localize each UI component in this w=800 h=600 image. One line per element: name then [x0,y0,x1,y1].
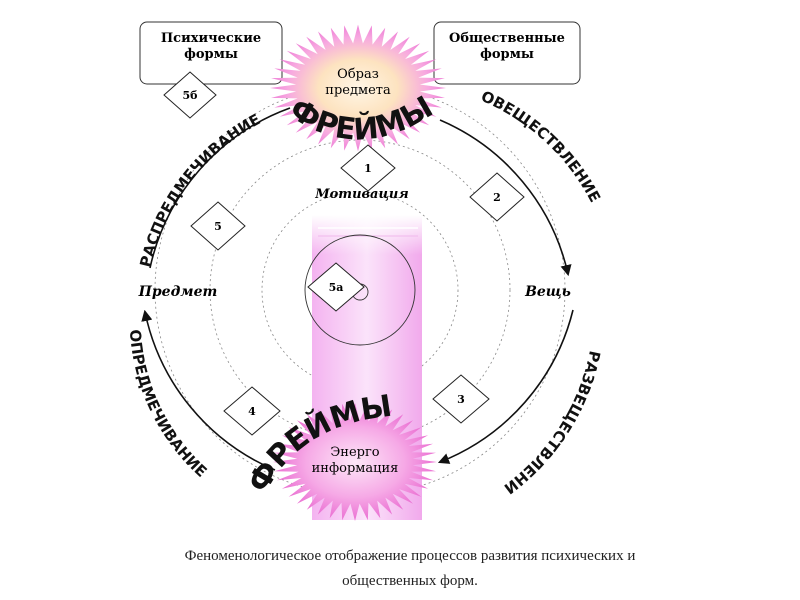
diamond-4: 4 [223,386,281,436]
burst-top-shape [270,24,446,152]
svg-text:5а: 5а [329,281,344,294]
social-forms-box: Общественные формы [433,21,581,85]
svg-text:3: 3 [457,393,465,406]
diamond-5: 5 [190,201,246,251]
burst-bottom-line1: Энерго [330,445,379,460]
diamond-2: 2 [469,172,525,222]
arrow-lower-left [141,309,276,471]
svg-text:1: 1 [364,162,372,175]
node-label-motivation: Мотивация [314,187,408,202]
psychic-forms-frame [139,21,283,85]
energy-burst: Энерго информация [273,403,437,521]
diamond-5b: 5б [163,71,217,119]
center-circle-large [304,234,416,346]
psychic-forms-box: Психические формы [139,21,283,85]
caption-line-2: общественных форм. [342,573,478,589]
arrow-upper-left [149,107,291,269]
psychic-forms-line1: Психические [161,31,261,46]
diamond-markers: 1 2 3 4 5 5а 5б [163,71,525,436]
burst-top-line1: Образ [337,67,379,82]
diamond-1: 1 [340,144,396,192]
caption-line-1: Феноменологическое отображение процессов… [184,548,636,564]
cycle-arrows [141,107,574,471]
svg-text:4: 4 [248,405,256,418]
social-forms-frame [433,21,581,85]
node-label-thing: Вещь [524,284,571,300]
image-burst: Образ предмета [270,24,446,152]
arc-label-upper-left: РАСПРЕДМЕЧИВАНИЕ [136,110,263,269]
social-forms-line2: формы [480,47,534,62]
node-label-subject: Предмет [138,284,218,300]
arc-label-lower-left: ОПРЕДМЕЧИВАНИЕ [126,329,211,481]
svg-text:2: 2 [493,191,501,204]
svg-text:5б: 5б [183,89,198,102]
inner-dashed-circle [261,191,459,389]
diamond-3: 3 [432,374,490,424]
svg-text:5: 5 [214,220,222,233]
arrow-lower-right [437,309,574,464]
social-forms-line1: Общественные [449,31,565,46]
burst-top-line2: предмета [325,83,391,98]
psychic-forms-line2: формы [184,47,238,62]
arrow-upper-right [439,119,572,277]
diamond-5a: 5а [307,262,365,312]
burst-bottom-line2: информация [312,461,399,476]
burst-bottom-shape [273,403,437,521]
